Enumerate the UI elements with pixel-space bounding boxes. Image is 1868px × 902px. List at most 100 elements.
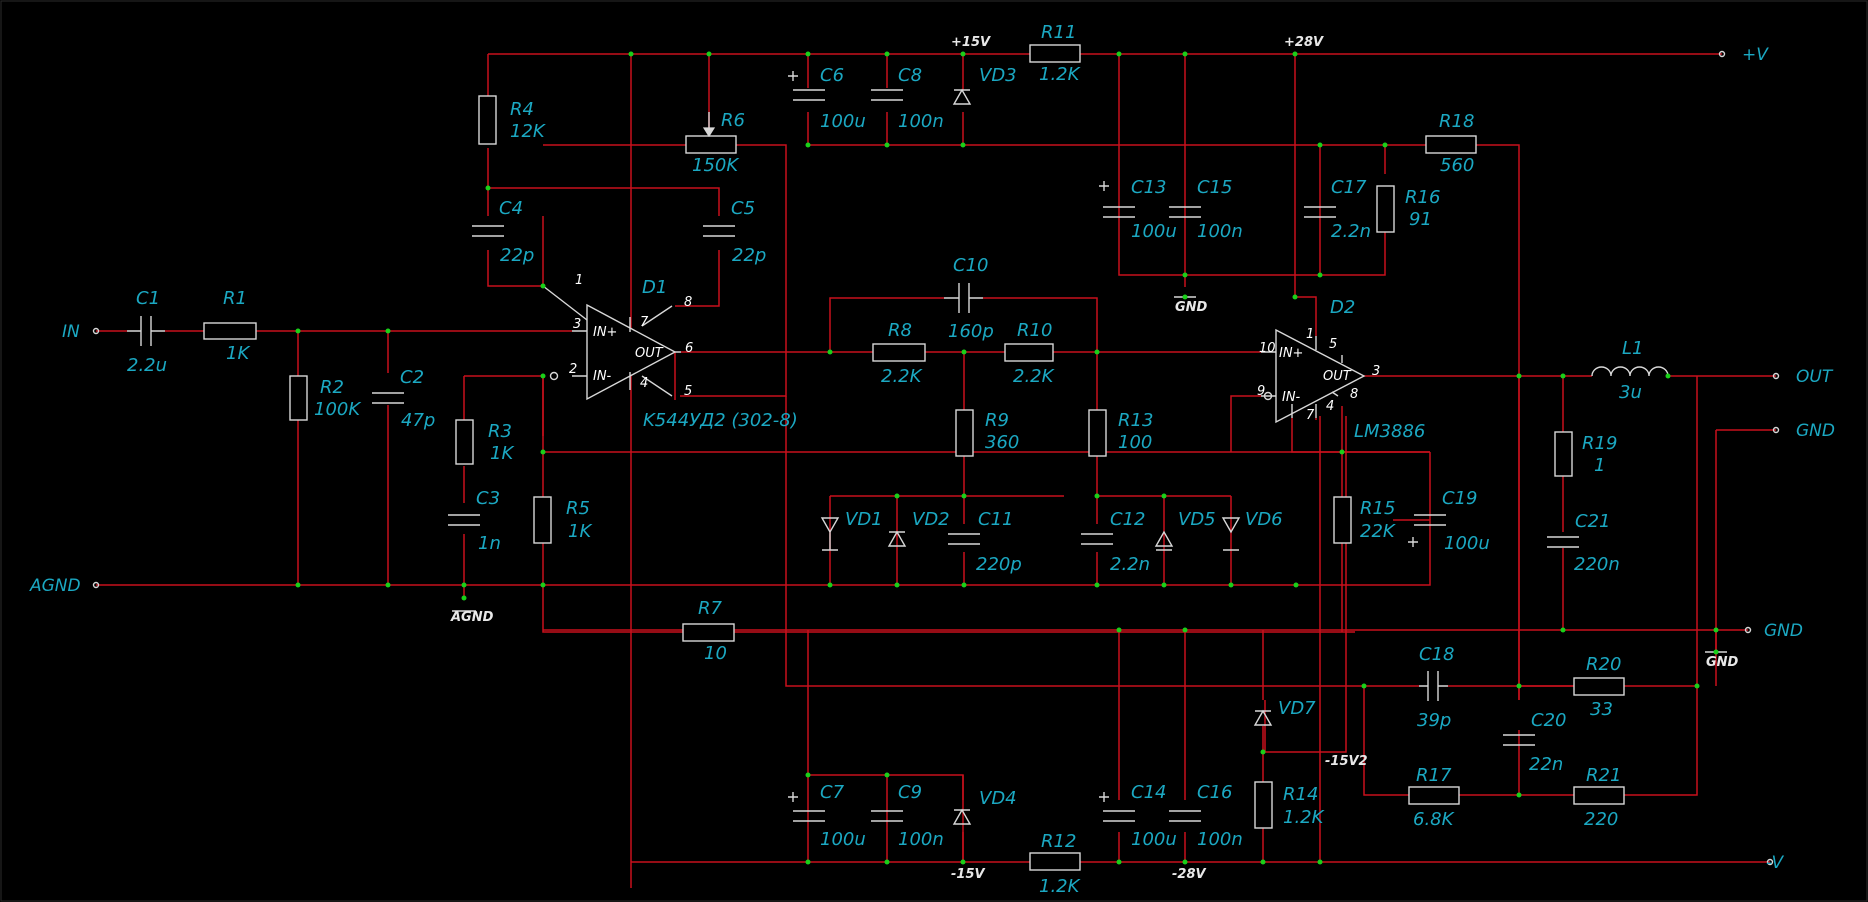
- r4-body: [478, 95, 497, 145]
- c8-value: 100n: [898, 111, 944, 132]
- d1-pin-6: 6: [685, 341, 693, 356]
- vd2-symbol: [887, 530, 907, 547]
- vd6-symbol: [1221, 517, 1241, 551]
- d1-part: K544УД2 (302-8): [643, 410, 798, 431]
- wires: [96, 53, 1776, 888]
- junctions: [295, 51, 1719, 865]
- r17-ref: R17: [1416, 765, 1452, 786]
- net-gnd-c13-label: GND: [1175, 300, 1208, 315]
- d2-pin-10: 10: [1259, 341, 1276, 356]
- vd6-ref: VD6: [1245, 509, 1283, 530]
- vd5-ref: VD5: [1178, 509, 1216, 530]
- r19-value: 1: [1594, 455, 1605, 476]
- c16-value: 100n: [1197, 829, 1243, 850]
- c2-symbol: [372, 392, 404, 404]
- d1-pin-2: 2: [569, 362, 577, 377]
- c5-symbol: [703, 225, 735, 237]
- c12-ref: C12: [1110, 509, 1145, 530]
- d1-pin-8: 8: [684, 295, 692, 310]
- r21-ref: R21: [1586, 765, 1621, 786]
- c3-ref: C3: [476, 488, 500, 509]
- c16-ref: C16: [1197, 782, 1232, 803]
- r17-body: [1408, 786, 1460, 805]
- c2-value: 47p: [401, 410, 435, 431]
- net-gnd-right-label: GND: [1706, 655, 1739, 670]
- port-gnd-top-label: GND: [1796, 421, 1835, 441]
- r1-body: [203, 322, 257, 340]
- c12-value: 2.2n: [1110, 554, 1150, 575]
- r5-body: [533, 496, 552, 544]
- r19-ref: R19: [1582, 433, 1617, 454]
- c7-symbol: [788, 792, 825, 822]
- r11-ref: R11: [1041, 22, 1076, 43]
- d1-out: OUT: [635, 346, 664, 361]
- c13-ref: C13: [1131, 177, 1166, 198]
- c19-symbol: [1408, 514, 1446, 547]
- d2-pin-1: 1: [1306, 327, 1314, 342]
- r2-value: 100K: [314, 399, 361, 420]
- c18-symbol: [1419, 671, 1448, 701]
- r9-value: 360: [985, 432, 1019, 453]
- c11-symbol: [948, 533, 980, 545]
- c1-value: 2.2u: [127, 355, 167, 376]
- r8-value: 2.2K: [881, 366, 923, 387]
- r5-ref: R5: [566, 498, 590, 519]
- r14-body: [1254, 781, 1273, 829]
- vd1-symbol: [820, 517, 840, 551]
- port-plus-v-label: +V: [1742, 45, 1769, 65]
- c15-symbol: [1169, 206, 1201, 218]
- d1-in-plus: IN+: [593, 325, 617, 340]
- r19-body: [1554, 431, 1573, 477]
- c19-value: 100u: [1444, 533, 1490, 554]
- c10-symbol: [944, 283, 983, 313]
- c9-symbol: [871, 810, 903, 822]
- r15-value: 22K: [1360, 521, 1396, 542]
- l1-symbol: [1591, 366, 1669, 377]
- c8-symbol: [871, 89, 903, 101]
- r20-value: 33: [1590, 699, 1613, 720]
- r14-value: 1.2K: [1283, 807, 1325, 828]
- c17-symbol: [1304, 206, 1336, 218]
- c20-ref: C20: [1531, 710, 1566, 731]
- c1-ref: C1: [136, 288, 160, 309]
- r1-value: 1K: [226, 343, 250, 364]
- d2-in-plus: IN+: [1279, 346, 1303, 361]
- c20-symbol: [1503, 734, 1535, 746]
- c10-value: 160p: [948, 321, 994, 342]
- r3-value: 1K: [490, 443, 514, 464]
- r3-ref: R3: [488, 421, 512, 442]
- vd3-symbol: [952, 88, 972, 105]
- d2-pin-9: 9: [1257, 384, 1265, 399]
- r20-body: [1573, 677, 1625, 696]
- r6-value: 150K: [692, 155, 739, 176]
- c14-value: 100u: [1131, 829, 1177, 850]
- c10-ref: C10: [953, 255, 988, 276]
- c6-ref: C6: [820, 65, 844, 86]
- net-m28-label: -28V: [1172, 867, 1206, 882]
- r12-body: [1029, 852, 1081, 871]
- c7-value: 100u: [820, 829, 866, 850]
- c21-ref: C21: [1575, 511, 1610, 532]
- port-minus-v-label: -V: [1766, 853, 1784, 873]
- c17-value: 2.2n: [1331, 221, 1371, 242]
- vd2-ref: VD2: [912, 509, 950, 530]
- r2-ref: R2: [320, 377, 344, 398]
- port-minus-v-circle: [1766, 858, 1774, 866]
- d2-pin-4: 4: [1326, 399, 1334, 414]
- c4-ref: C4: [499, 198, 523, 219]
- c19-ref: C19: [1442, 488, 1477, 509]
- l1-ref: L1: [1622, 338, 1643, 359]
- vd5-symbol: [1154, 530, 1174, 551]
- c15-ref: C15: [1197, 177, 1232, 198]
- r7-ref: R7: [698, 598, 723, 619]
- c18-value: 39p: [1417, 710, 1451, 731]
- d1-pin-4: 4: [640, 376, 648, 391]
- r12-value: 1.2K: [1039, 876, 1081, 897]
- net-m15-label: -15V: [951, 867, 985, 882]
- d1-pin-5: 5: [684, 384, 692, 399]
- c21-value: 220n: [1574, 554, 1620, 575]
- vd3-ref: VD3: [979, 65, 1017, 86]
- net-p15-label: +15V: [951, 35, 991, 50]
- r16-ref: R16: [1405, 187, 1440, 208]
- r13-ref: R13: [1118, 410, 1153, 431]
